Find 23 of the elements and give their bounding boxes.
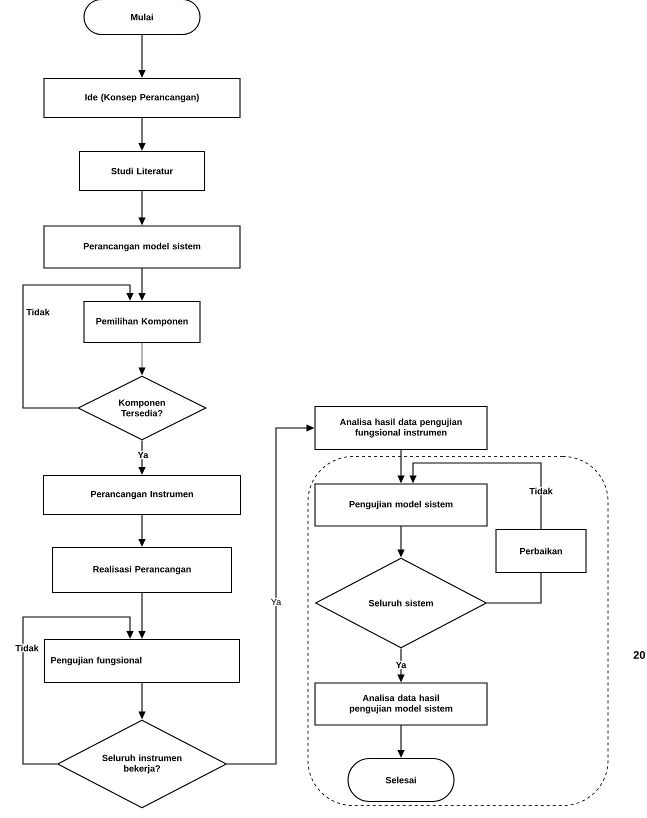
- edge-label: Tidak: [528, 486, 554, 496]
- process-box: Perancangan Instrumen: [42, 474, 242, 516]
- process-box: Ide (Konsep Perancangan): [43, 78, 241, 118]
- edge-label: Tidak: [25, 308, 51, 316]
- edge-label: Ya: [270, 598, 282, 606]
- dashed-group-frame: [308, 456, 608, 806]
- process-box: Perbaikan: [495, 528, 587, 574]
- terminal-box: Mulai: [83, 0, 201, 36]
- edge-label: Ya: [136, 450, 150, 460]
- edge-label: Tidak: [14, 644, 40, 652]
- edge-label: Ya: [394, 660, 408, 670]
- arrow: [22, 284, 134, 409]
- terminal-box: Selesai: [347, 758, 455, 802]
- process-box: Pengujian fungsional: [44, 638, 240, 684]
- process-box: Realisasi Perancangan: [52, 546, 232, 594]
- process-box: Studi Literatur: [78, 150, 206, 192]
- arrow: [22, 616, 134, 765]
- process-box: Perancangan model sistem: [43, 225, 241, 269]
- process-box: Analisa data hasil pengujian model sistem: [314, 682, 488, 726]
- process-box: Pemilihan Komponen: [83, 300, 201, 344]
- process-box: Pengujian model sistem: [314, 483, 488, 527]
- page-number: 20: [634, 651, 645, 659]
- process-box: Analisa hasil data pengujian fungsional instrumen: [314, 406, 488, 450]
